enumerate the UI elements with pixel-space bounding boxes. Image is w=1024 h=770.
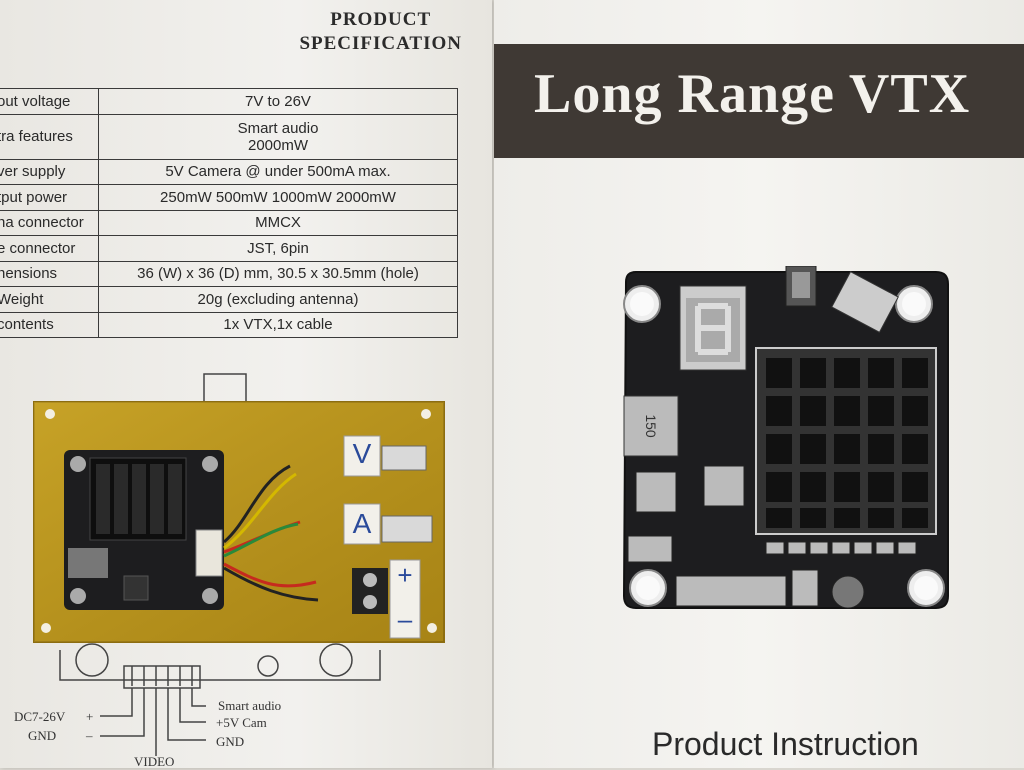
spec-value-line2: 2000mW: [247, 136, 309, 154]
label-gnd-left: GND: [28, 728, 57, 743]
instruction-manual: Long Range VTX 150: [494, 0, 1024, 768]
spec-key: nensions: [0, 260, 99, 287]
spec-value: 7V to 26V: [98, 88, 458, 115]
spec-key: Weight: [0, 286, 99, 313]
label-v: V: [352, 438, 372, 469]
vtx-board-image: 150: [622, 266, 949, 609]
spec-value: 250mW 500mW 1000mW 2000mW: [98, 184, 458, 211]
svg-text:150: 150: [643, 414, 659, 438]
wiring-diagram: [59, 373, 381, 756]
spec-header-line2: SPECIFICATION: [299, 33, 462, 54]
spec-value: 20g (excluding antenna): [98, 286, 458, 313]
spec-value: MMCX: [98, 209, 458, 236]
label-a: A: [352, 508, 372, 539]
label-video: VIDEO: [134, 754, 175, 769]
spec-key: out voltage: [0, 88, 99, 115]
label-smart-audio: Smart audio: [218, 698, 282, 713]
spec-value-line1: Smart audio: [237, 119, 319, 137]
spec-key: e connector: [0, 235, 99, 262]
spec-key: tput power: [0, 184, 99, 211]
label-plus: +: [86, 709, 94, 724]
spec-key: na connector: [0, 209, 99, 236]
spec-key: contents: [0, 311, 99, 338]
spec-value: JST, 6pin: [98, 235, 458, 262]
spec-value: 36 (W) x 36 (D) mm, 30.5 x 30.5mm (hole): [98, 260, 458, 287]
spec-value: 1x VTX,1x cable: [98, 311, 458, 338]
spec-header-line1: PRODUCT: [330, 9, 432, 30]
spec-value: 5V Camera @ under 500mA max.: [98, 158, 458, 185]
title-banner: [494, 44, 1024, 158]
spec-key: tra features: [0, 113, 99, 160]
label-dc-input: DC7-26V: [14, 709, 66, 724]
spec-header: PRODUCT SPECIFICATION: [299, 8, 462, 56]
label-plus-terminal: +: [397, 560, 413, 590]
label-cam: +5V Cam: [216, 715, 267, 730]
manual-footer: Product Instruction: [652, 726, 919, 762]
label-minus: –: [86, 728, 93, 743]
label-gnd-right: GND: [216, 734, 245, 749]
label-minus-terminal: –: [397, 604, 413, 634]
manual-title: Long Range VTX: [534, 63, 971, 125]
spec-key: ver supply: [0, 158, 99, 185]
pcb-board: [33, 401, 445, 643]
